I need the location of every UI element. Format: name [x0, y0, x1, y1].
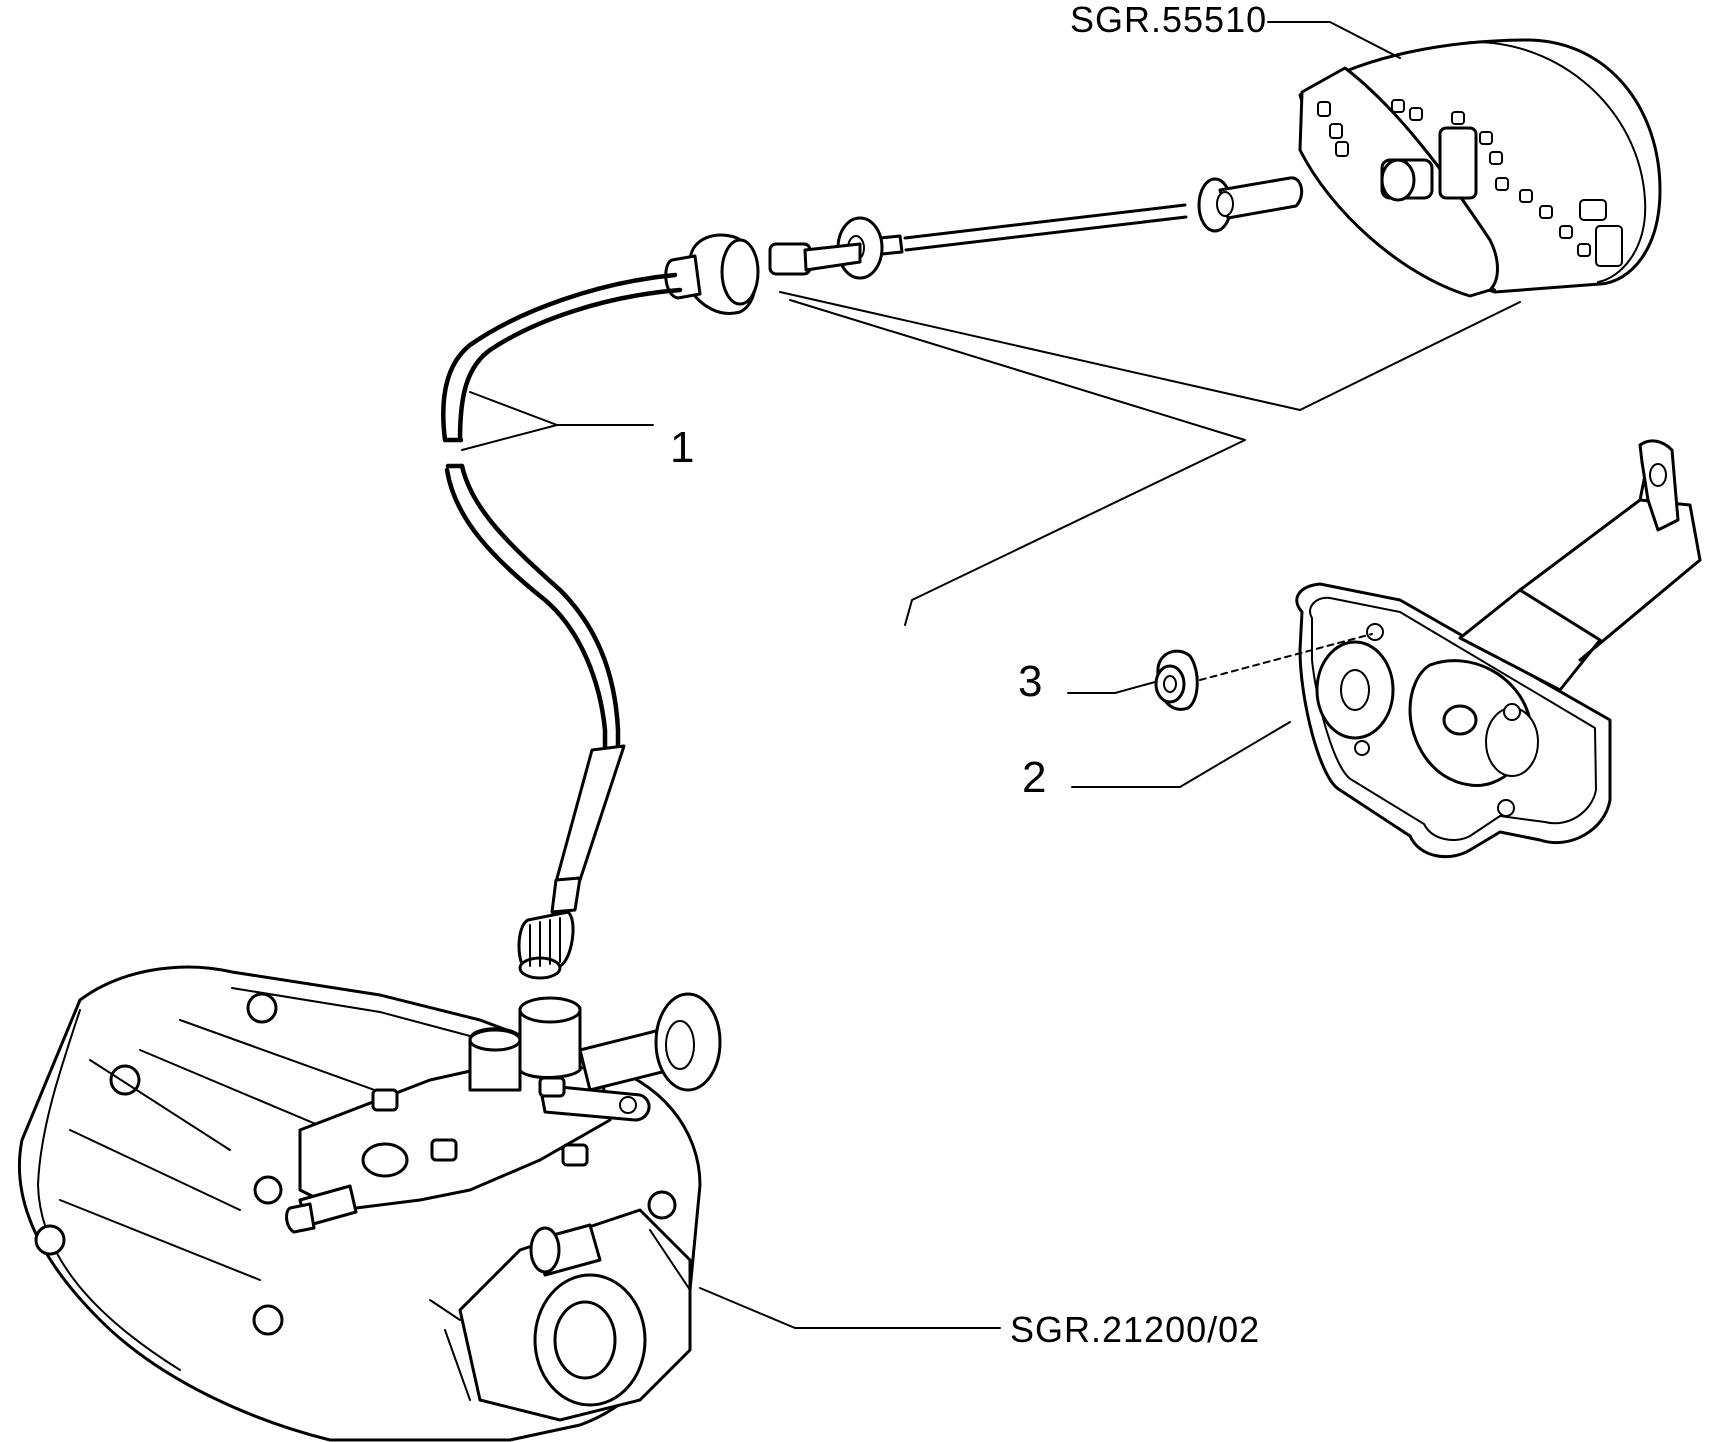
ref-instrument-leader	[1267, 21, 1401, 59]
item-3-leader	[1067, 681, 1156, 694]
item-3-label: 3	[1018, 657, 1042, 706]
cable-leader-lines	[461, 291, 1521, 626]
instrument-cluster-drawing	[1298, 38, 1662, 298]
gearbox-drawing	[17, 965, 722, 1442]
item-2-label: 2	[1022, 753, 1046, 802]
item-1-label: 1	[670, 423, 694, 472]
stud-alignment-line	[1199, 633, 1373, 681]
item-2-leader	[1071, 721, 1291, 788]
bracket-drawing	[1295, 439, 1702, 859]
ref-gearbox-leader	[699, 1287, 1001, 1329]
nut-drawing	[1154, 649, 1199, 711]
ref-instrument-label: SGR.55510	[1070, 0, 1267, 40]
speedometer-cable-drawing	[441, 176, 1304, 980]
ref-gearbox-label: SGR.21200/02	[1010, 1309, 1260, 1350]
